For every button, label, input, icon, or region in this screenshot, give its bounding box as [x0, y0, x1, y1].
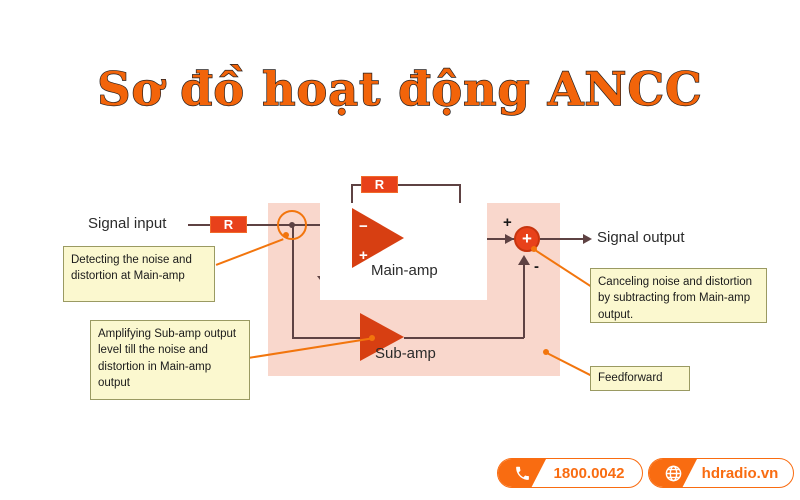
- wire-sum-to-output: [540, 238, 588, 240]
- globe-icon: [649, 459, 697, 487]
- arrow-sub-to-sum: [518, 255, 530, 265]
- arrow-signal-out: [583, 234, 592, 244]
- sum-plus-sign: +: [503, 214, 512, 231]
- callout-feedforward: Feedforward: [590, 366, 690, 391]
- sum-minus-sign: -: [534, 258, 539, 275]
- sub-amp-label: Sub-amp: [375, 345, 436, 362]
- summing-node-symbol: +: [522, 229, 532, 248]
- callout-cancel: Canceling noise and distortion by subtra…: [590, 268, 767, 323]
- detect-point-ring: [277, 210, 307, 240]
- phone-icon: [498, 459, 546, 487]
- resistor-input-label: R: [223, 217, 234, 232]
- main-amp-plus-sign: +: [359, 247, 368, 264]
- wire-detect-to-sub: [292, 337, 360, 339]
- wire-input-to-resistor: [188, 224, 210, 226]
- signal-input-label: Signal input: [88, 215, 167, 232]
- callout-amplify: Amplifying Sub-amp output level till the…: [90, 320, 250, 400]
- leader-dot-feedforward: [543, 349, 549, 355]
- phone-badge-label: 1800.0042: [553, 464, 625, 482]
- wire-feedback-top-right: [398, 184, 461, 186]
- wire-feedback-top-left: [351, 184, 361, 186]
- page-title: Sơ đồ hoạt động ANCC: [97, 61, 703, 116]
- leader-dot-amplify: [369, 335, 375, 341]
- main-amp-triangle: [352, 208, 404, 268]
- signal-output-label: Signal output: [597, 229, 685, 246]
- wire-detect-drop: [292, 224, 294, 339]
- callout-detect: Detecting the noise and distortion at Ma…: [63, 246, 215, 302]
- web-badge[interactable]: hdradio.vn: [648, 458, 794, 488]
- main-amp-minus-sign: −: [359, 218, 368, 235]
- summing-node: +: [514, 226, 540, 252]
- leader-dot-cancel: [531, 246, 537, 252]
- resistor-input: R: [210, 216, 247, 233]
- web-badge-label: hdradio.vn: [701, 464, 779, 482]
- resistor-feedback: R: [361, 176, 398, 193]
- leader-dot-detect: [283, 232, 289, 238]
- phone-badge[interactable]: 1800.0042: [497, 458, 643, 488]
- wire-sub-to-sum: [523, 262, 525, 338]
- wire-subamp-output: [404, 337, 524, 339]
- arrow-into-sum: [505, 234, 514, 244]
- resistor-feedback-label: R: [374, 177, 385, 192]
- main-amp-label: Main-amp: [371, 262, 438, 279]
